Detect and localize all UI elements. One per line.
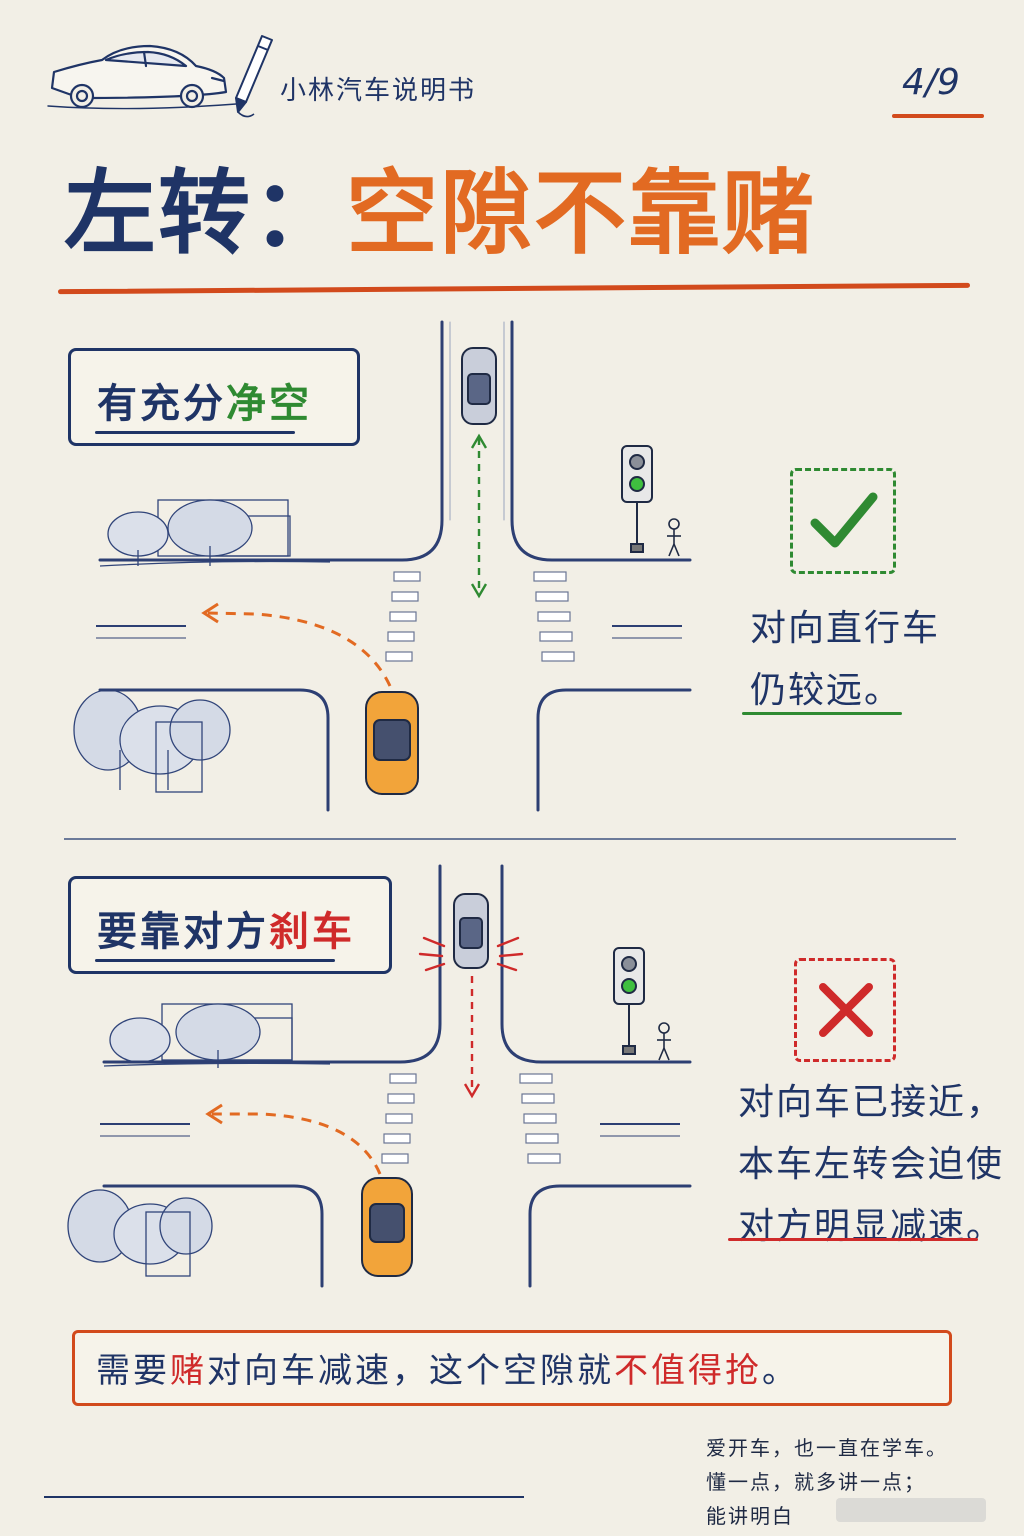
intersection-diagram-bad (67, 864, 692, 1288)
oncoming-car-braking (453, 893, 489, 969)
pedestrian-figure (657, 1022, 671, 1061)
car-pen-logo (47, 35, 273, 118)
note-line: 对向直行车 (750, 608, 941, 649)
label-highlight-clear-space: 净空 (226, 381, 312, 427)
conclusion-text: 需要赌对向车减速，这个空隙就不值得抢。 (96, 1343, 799, 1392)
footer-line: 懂一点，就多讲一点； (706, 1470, 926, 1494)
footer-line: 爱开车，也一直在学车。 (706, 1436, 948, 1460)
title-underline (57, 282, 971, 295)
note-line: 本车左转会迫使 (738, 1144, 1005, 1185)
note-line: 对向车已接近， (738, 1082, 1005, 1123)
note-underline-green (742, 712, 902, 715)
page-number: 4/9 (902, 62, 960, 103)
note-line: 对方明显减速。 (738, 1206, 1005, 1247)
traffic-light-green (621, 445, 653, 553)
trees-illustration (67, 1003, 331, 1277)
label-plain-text: 要靠对方 (97, 909, 269, 955)
label-underline (95, 431, 295, 434)
note-underline-red (728, 1238, 978, 1241)
left-turn-path (201, 602, 392, 687)
oncoming-car (461, 347, 497, 425)
scenario-good-note: 对向直行车 仍较远。 (750, 598, 940, 722)
section-divider (64, 838, 956, 840)
page-number-underline (892, 114, 984, 118)
verdict-box-bad (794, 958, 896, 1062)
conclusion-box (72, 1330, 952, 1406)
scenario-bad-label: 要靠对方刹车 (68, 876, 392, 974)
approach-arrow (463, 976, 481, 1099)
traffic-light-green (613, 947, 645, 1055)
own-car-orange (361, 1177, 413, 1277)
intersection-diagram-good (73, 320, 692, 812)
brake-lines (418, 936, 524, 972)
cross-icon (819, 983, 873, 1037)
label-plain-text: 有充分 (97, 381, 226, 427)
scenario-good-label-text: 有充分净空 (97, 371, 312, 429)
page-title: 左转：空隙不靠赌 (64, 168, 816, 260)
footer-line: 能讲明白 (706, 1504, 794, 1528)
conclusion-gamble: 赌 (170, 1351, 207, 1391)
label-underline (95, 959, 335, 962)
note-line: 仍较远。 (750, 670, 903, 711)
conclusion-seg: 。 (762, 1351, 799, 1391)
clear-gap-arrow (470, 433, 488, 599)
title-topic: 左转： (64, 160, 347, 267)
scenario-bad-label-text: 要靠对方刹车 (97, 899, 355, 957)
brand-name: 小林汽车说明书 (280, 76, 477, 106)
conclusion-seg: 需要 (96, 1351, 170, 1391)
left-turn-path (205, 1103, 382, 1175)
conclusion-not-worth: 不值得抢 (614, 1351, 762, 1391)
footer-rule (44, 1496, 524, 1498)
pedestrian-figure (667, 518, 681, 557)
watermark-overlay (836, 1498, 986, 1522)
conclusion-seg: 对向车减速，这个空隙就 (207, 1351, 614, 1391)
label-highlight-braking: 刹车 (269, 909, 355, 955)
title-rule: 空隙不靠赌 (346, 160, 817, 267)
scenario-good-label: 有充分净空 (68, 348, 360, 446)
trees-illustration (73, 499, 331, 793)
check-icon (810, 492, 878, 548)
verdict-box-good (790, 468, 896, 574)
scenario-bad-note: 对向车已接近， 本车左转会迫使 对方明显减速。 (738, 1072, 1004, 1258)
own-car-orange (365, 691, 419, 795)
